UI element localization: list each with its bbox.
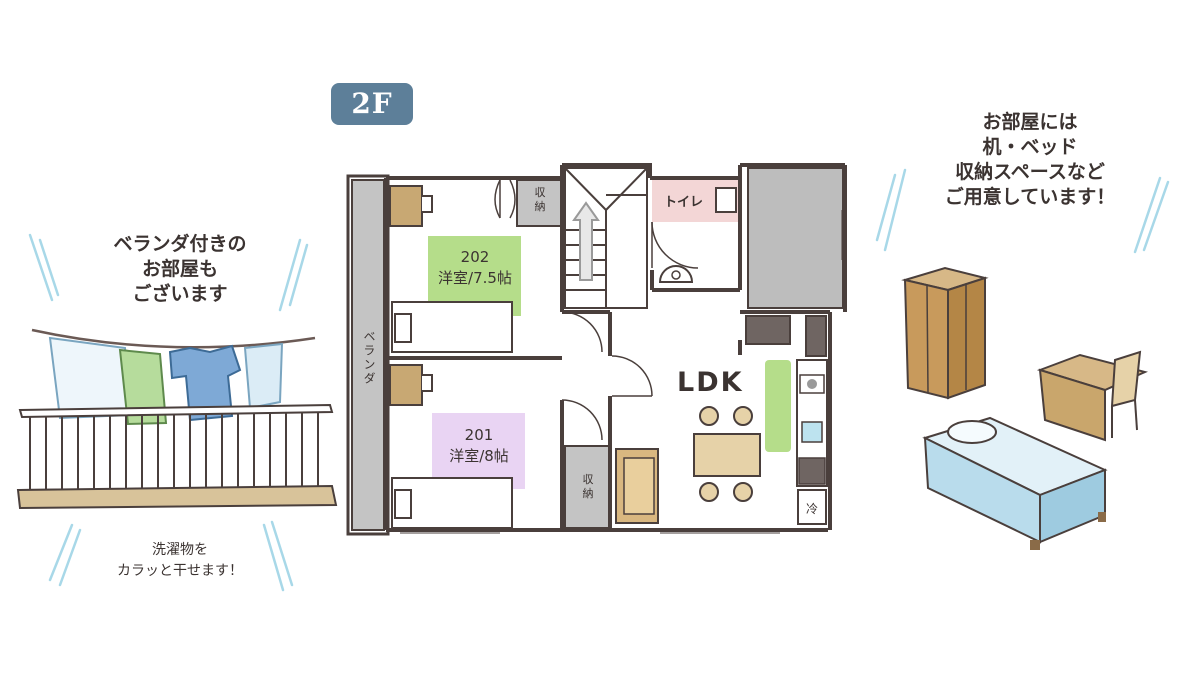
furniture-caption: お部屋には 机・ベッド 収納スペースなど ご用意しています！ [944, 111, 1116, 208]
storage-bottom-label: 収 納 [582, 473, 594, 500]
veranda-label: ベランダ [362, 330, 376, 386]
room-201-label: 201 洋室/8帖 [449, 426, 509, 465]
floor-badge: 2F [331, 83, 413, 125]
ldk-label: LDK [677, 367, 744, 398]
toilet-label: トイレ [664, 195, 704, 210]
storage-top-label: 収 納 [534, 186, 546, 213]
room-202-label: 202 洋室/7.5帖 [438, 248, 512, 287]
veranda-caption: ベランダ付きの お部屋も ございます [113, 233, 247, 305]
laundry-caption: 洗濯物を カラッと干せます！ [117, 542, 243, 579]
fridge-label: 冷 [806, 502, 819, 516]
